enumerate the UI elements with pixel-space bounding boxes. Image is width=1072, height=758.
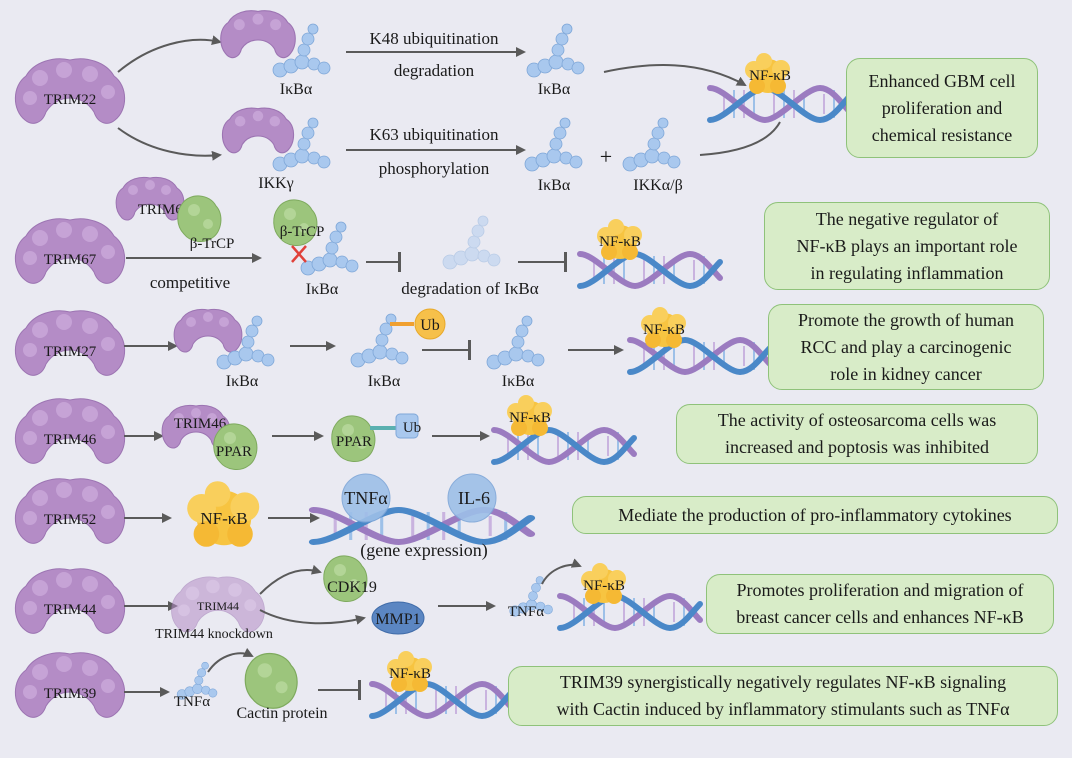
ikkab-icon — [622, 117, 681, 172]
k63-label: K63 ubiquitination — [370, 125, 499, 144]
ikba-label: IκBα — [538, 177, 571, 194]
trim52-outcome-box: Mediate the production of pro-inflammato… — [572, 496, 1058, 534]
mmp1-icon — [371, 601, 425, 635]
ikkab-label: IKKα/β — [633, 177, 682, 194]
arrow — [117, 35, 222, 73]
knockdown-label: TRIM44 knockdown — [155, 627, 273, 642]
arrow — [259, 609, 366, 625]
tnfa-label: TNFα — [508, 604, 544, 620]
arrow — [207, 647, 254, 673]
il6-label: IL-6 — [458, 488, 490, 508]
nfkb-label: NF-κB — [583, 578, 625, 594]
trim44-small-label: TRIM44 — [197, 599, 239, 613]
il6-cytokine-icon — [447, 473, 497, 523]
trim27-outcome-box: Promote the growth of human RCC and play… — [768, 304, 1044, 390]
trim67-outcome-box: The negative regulator of NF-κB plays an… — [764, 202, 1050, 290]
arrow — [603, 64, 747, 86]
trim46-label: TRIM46 — [44, 432, 97, 448]
ikba-icon — [524, 117, 583, 172]
btrcp-label: β-TrCP — [190, 236, 235, 252]
trim39-outcome-box: TRIM39 synergistically negatively regula… — [508, 666, 1058, 726]
nfkb-label: NF-κB — [749, 68, 791, 84]
row-trim39: TRIM39 TNFα Cactin protein NF-κB — [14, 647, 512, 722]
trim52-label: TRIM52 — [44, 512, 97, 528]
ikba-label: IκBα — [538, 81, 571, 98]
degradation-ikba-label: degradation of IκBα — [401, 279, 538, 298]
trim22-small-icon — [220, 10, 296, 59]
trim39-label: TRIM39 — [44, 686, 97, 702]
plus-sign: + — [600, 144, 612, 169]
tnfa-cytokine-icon — [341, 473, 391, 523]
ikba-icon — [350, 313, 409, 368]
ikba-icon — [526, 23, 585, 78]
btrcp-label: β-TrCP — [280, 224, 325, 240]
trim22-small-icon — [221, 107, 295, 154]
dna-icon — [314, 510, 531, 542]
competitive-label: competitive — [150, 273, 230, 292]
ikba-label: IκBα — [226, 373, 259, 390]
dna-icon — [560, 596, 700, 628]
cactin-label: Cactin protein — [236, 705, 327, 722]
trim44-outcome-box: Promotes proliferation and migration of … — [706, 574, 1054, 634]
connector — [699, 121, 781, 156]
row-trim44: TRIM44 TRIM44 TRIM44 knockdown CDK19 MMP… — [14, 555, 700, 642]
mmp1-label: MMP1 — [375, 611, 420, 628]
row-trim46: TRIM46 TRIM46 PPAR PPAR Ub NF-κB — [14, 395, 634, 470]
nfkb-label: NF-κB — [599, 234, 641, 250]
tnfa-label: TNFα — [174, 694, 210, 710]
ikba-icon — [486, 315, 545, 370]
trim22-label: TRIM22 — [44, 92, 97, 108]
ikba-label: IκBα — [368, 373, 401, 390]
tnfa-label: TNFα — [344, 488, 388, 508]
trim67-label: TRIM67 — [44, 252, 97, 268]
trim27-label: TRIM27 — [44, 344, 97, 360]
ikba-label: IκBα — [502, 373, 535, 390]
trim44-label: TRIM44 — [44, 602, 97, 618]
ub-label: Ub — [403, 420, 421, 436]
nfkb-label: NF-κB — [643, 322, 685, 338]
arrow — [259, 564, 322, 595]
k48-label: K48 ubiquitination — [370, 29, 499, 48]
arrow — [541, 558, 582, 585]
degradation-label: degradation — [394, 61, 475, 80]
gene-expression-label: (gene expression) — [360, 540, 487, 561]
ikba-label: IκBα — [306, 281, 339, 298]
nfkb-label: NF-κB — [389, 666, 431, 682]
ikba-label: IκBα — [280, 81, 313, 98]
row-trim22: TRIM22 IκBα K48 ubiquitination degradati… — [14, 10, 850, 194]
degraded-ikba-icon — [442, 215, 501, 270]
cactin-protein-icon — [244, 652, 298, 709]
trim46-outcome-box: The activity of osteosarcoma cells was i… — [676, 404, 1038, 464]
ikkg-label: IKKγ — [258, 175, 294, 192]
trim22-outcome-box: Enhanced GBM cell proliferation and chem… — [846, 58, 1038, 158]
phosphorylation-label: phosphorylation — [379, 159, 490, 178]
trim27-small-icon — [173, 308, 243, 353]
dna-icon — [580, 254, 720, 286]
ub-icon — [414, 308, 446, 340]
ppar-label: PPAR — [336, 434, 372, 450]
row-trim27: TRIM27 IκBα Ub IκBα IκBα NF-κB — [14, 307, 770, 390]
trim46-small-label: TRIM46 — [174, 416, 227, 432]
nfkb-label: NF-κB — [509, 410, 551, 426]
cdk19-label: CDK19 — [327, 579, 377, 596]
nfkb-label: NF-κB — [200, 509, 247, 528]
row-trim67: TRIM67 TRIM67 β-TrCP competitive β-TrCP … — [14, 176, 720, 298]
ub-label: Ub — [420, 317, 440, 334]
ub-tag-icon — [395, 413, 419, 439]
row-trim52: TRIM52 NF-κB TNFα IL-6 (gene expression) — [14, 473, 531, 561]
ppar-label: PPAR — [216, 444, 252, 460]
arrow — [117, 127, 222, 161]
inhibition-cross-icon — [291, 245, 307, 263]
btrcp-icon — [177, 195, 222, 242]
